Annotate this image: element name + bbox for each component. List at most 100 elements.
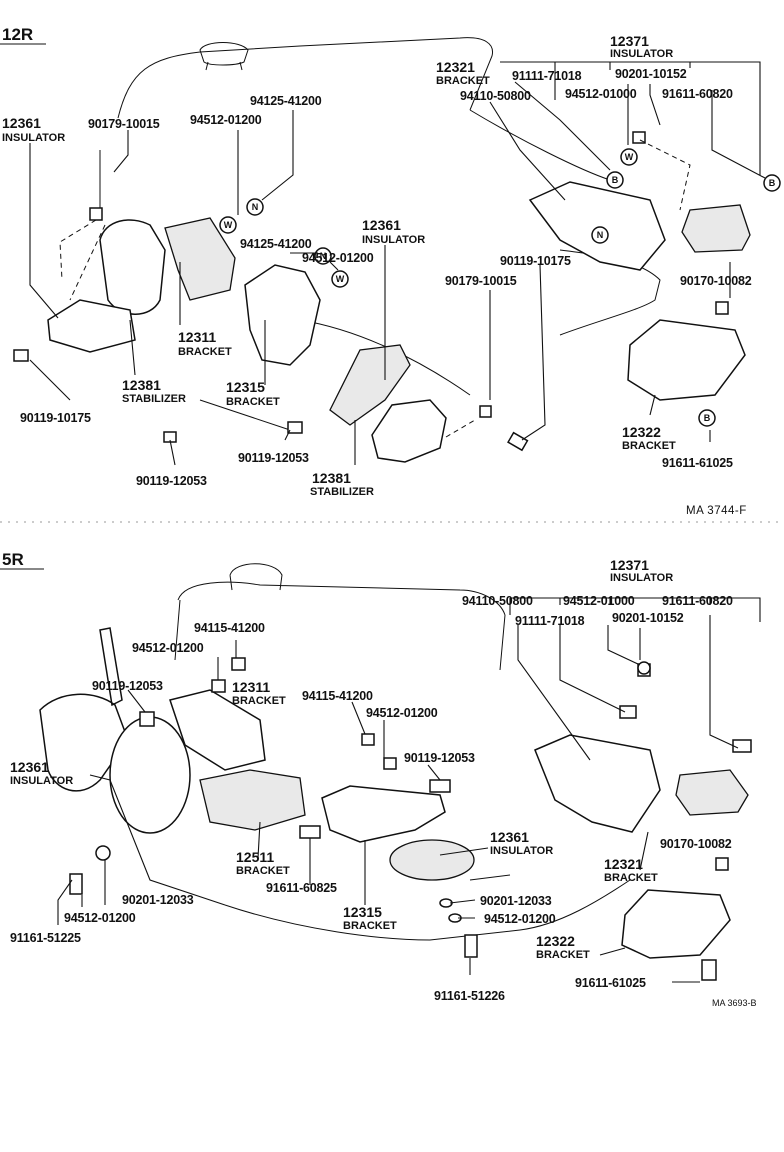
- part-number: 90201-10152: [612, 611, 684, 625]
- part-number: 91611-60820: [662, 87, 733, 101]
- part-number: 94512-01200: [302, 251, 374, 265]
- callout-num: 12321: [436, 59, 475, 75]
- callout-num: 12321: [604, 856, 643, 872]
- part-number: 90201-12033: [480, 894, 552, 908]
- part-number: 94110-50800: [460, 89, 531, 103]
- callout-word: INSULATOR: [10, 775, 73, 787]
- callout-num: 12511: [236, 849, 274, 865]
- radiator-cap-12r: [199, 42, 249, 71]
- part-number: 90170-10082: [680, 274, 752, 288]
- pulley-icon: [109, 716, 191, 834]
- stabilizer-12381-left-shape: [47, 299, 136, 353]
- rear-bracket-12321-5r-shape: [534, 734, 661, 833]
- rear-insulator-12371-shape: [681, 204, 751, 253]
- part-number: 90201-12033: [122, 893, 194, 907]
- crossmember-bracket-12322-5r-shape: [621, 889, 731, 959]
- nut-icon: [361, 733, 375, 746]
- symbols-12r: W N N W N B W B B: [219, 148, 781, 427]
- front-mount-assembly-12r: [99, 219, 166, 315]
- svg-text:B: B: [612, 175, 619, 185]
- part-number: 91611-61025: [662, 456, 733, 470]
- b-symbol-icon: [606, 171, 624, 189]
- n-symbol-icon: [246, 198, 264, 216]
- nut-icon: [211, 679, 226, 693]
- part-number: 94512-01200: [366, 706, 438, 720]
- engine-outline-5r: [174, 563, 631, 941]
- section-title-5r: 5R: [2, 550, 24, 569]
- callout-word: BRACKET: [178, 346, 232, 358]
- bracket-12511-shape: [199, 769, 306, 831]
- rear-insulator-12371-5r-shape: [675, 769, 749, 816]
- callout-num: 12361: [2, 115, 41, 131]
- bolt-icon: [287, 421, 303, 434]
- part-number: 94512-01000: [563, 594, 635, 608]
- part-number: 94125-41200: [240, 237, 312, 251]
- svg-text:B: B: [769, 178, 776, 188]
- part-number: 94110-50800: [462, 594, 533, 608]
- part-number: 91161-51226: [434, 989, 505, 1003]
- part-number: 91611-60825: [266, 881, 337, 895]
- bolt-icon: [299, 825, 321, 839]
- nut-icon: [231, 657, 246, 671]
- section-title-12r: 12R: [2, 25, 33, 44]
- callout-num: 12315: [226, 379, 265, 395]
- rear-bracket-12321-shape: [528, 181, 666, 271]
- callout-num: 12311: [178, 329, 216, 345]
- reference-code: MA 3744-F: [686, 505, 747, 517]
- callout-word: INSULATOR: [490, 845, 553, 857]
- callout-word: STABILIZER: [310, 486, 374, 498]
- svg-text:W: W: [625, 152, 634, 162]
- callout-word: BRACKET: [236, 865, 290, 877]
- stabilizer-12381-right-shape: [371, 399, 447, 463]
- bolt-icon: [732, 739, 752, 753]
- part-number: 91611-60820: [662, 594, 733, 608]
- bolt-icon: [619, 705, 637, 719]
- callout-num: 12381: [312, 470, 351, 486]
- labels-5r: 12371 INSULATOR 94110-50800 94512-01000 …: [10, 557, 757, 1008]
- callout-num: 12311: [232, 679, 270, 695]
- callout-word: BRACKET: [536, 949, 590, 961]
- part-number: 90119-10175: [500, 254, 571, 268]
- nut-icon: [715, 301, 729, 315]
- callout-num: 12322: [536, 933, 575, 949]
- callout-word: BRACKET: [622, 440, 676, 452]
- bolt-icon: [464, 934, 478, 958]
- callout-num: 12315: [343, 904, 382, 920]
- bolt-icon: [69, 873, 83, 895]
- callout-word: BRACKET: [604, 872, 658, 884]
- part-number: 90201-10152: [615, 67, 687, 81]
- b-symbol-icon: [698, 409, 716, 427]
- callout-word: BRACKET: [232, 695, 286, 707]
- part-number: 90170-10082: [660, 837, 732, 851]
- section-12r: 12R W N N W: [0, 25, 781, 517]
- part-number: 91111-71018: [512, 69, 582, 83]
- nut-icon: [383, 757, 397, 770]
- part-number: 90119-12053: [92, 679, 163, 693]
- reference-code: MA 3693-B: [712, 998, 757, 1008]
- callout-word: INSULATOR: [362, 234, 425, 246]
- bracket-12311-5r-shape: [169, 689, 266, 771]
- engine-outline-12r: [99, 37, 661, 431]
- callout-word: INSULATOR: [610, 572, 673, 584]
- w-symbol-icon: [331, 270, 349, 288]
- nut-icon: [89, 207, 103, 221]
- part-number: 94115-41200: [194, 621, 265, 635]
- n-symbol-icon: [591, 226, 609, 244]
- n-symbol-icon: [314, 247, 332, 265]
- nut-icon: [139, 711, 155, 727]
- part-number: 91111-71018: [515, 614, 585, 628]
- part-number: 90119-12053: [136, 474, 207, 488]
- nut-icon: [632, 131, 646, 144]
- bracket-12315-shape: [244, 264, 321, 366]
- callout-word: STABILIZER: [122, 393, 186, 405]
- callout-num: 12371: [610, 557, 649, 573]
- bolt-icon: [429, 779, 451, 793]
- svg-text:W: W: [224, 220, 233, 230]
- w-symbol-icon: [219, 216, 237, 234]
- nut-icon: [479, 405, 492, 418]
- callout-word: BRACKET: [343, 920, 397, 932]
- svg-text:B: B: [704, 413, 711, 423]
- part-number: 94115-41200: [302, 689, 373, 703]
- washer-icon: [637, 661, 651, 675]
